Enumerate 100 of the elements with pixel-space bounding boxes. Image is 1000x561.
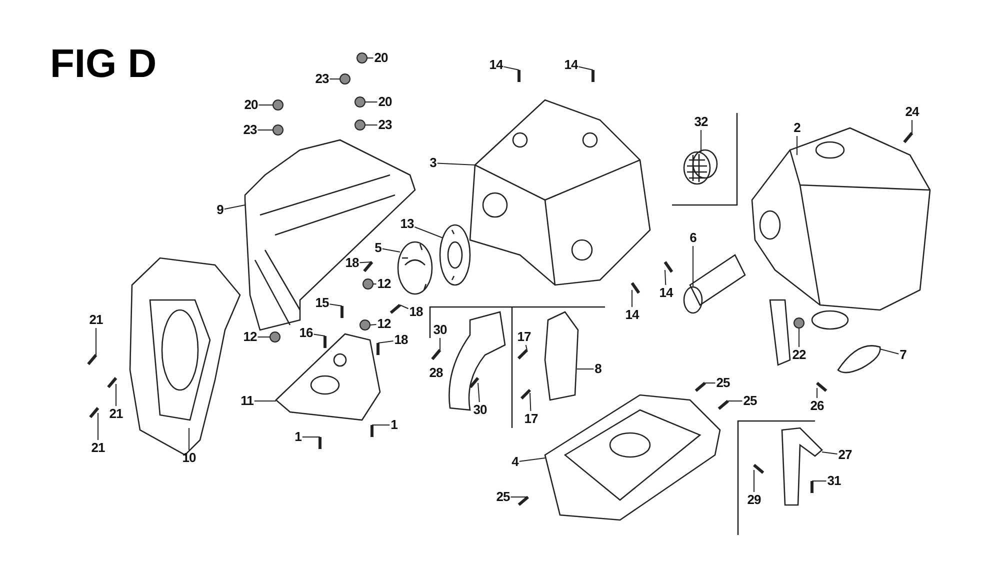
leader-line: [372, 424, 390, 426]
callout-number: 14: [489, 58, 503, 72]
leader-line: [664, 270, 666, 286]
callout-number: 17: [524, 412, 538, 426]
callout-number: 15: [315, 296, 329, 310]
leader-line: [704, 382, 716, 384]
callout-number: 18: [409, 305, 423, 319]
callout-number: 25: [496, 490, 510, 504]
bolt-drawing: [630, 282, 640, 294]
screen-drawing: [683, 254, 746, 314]
muffler-cover-drawing: [469, 99, 651, 286]
callout-number: 2: [794, 121, 800, 135]
callout-number: 13: [400, 217, 414, 231]
leader-line: [359, 262, 372, 264]
nut-icon: [340, 74, 350, 84]
callout-number: 24: [905, 105, 919, 119]
leader-line: [822, 452, 838, 454]
callout-number: 32: [694, 115, 708, 129]
leader-line: [382, 248, 400, 252]
leader-line: [700, 130, 702, 152]
callout-number: 30: [473, 403, 487, 417]
leader-line: [400, 304, 409, 310]
bolt-drawing: [107, 377, 118, 388]
callout-number: 25: [743, 394, 757, 408]
bolt-drawing: [592, 70, 594, 82]
bolt-drawing: [718, 400, 729, 410]
bolt-drawing: [694, 382, 706, 392]
tray-drawing: [544, 394, 721, 521]
leader-line: [798, 328, 800, 348]
callout-number: 17: [517, 330, 531, 344]
callout-number: 3: [430, 156, 436, 170]
leader-line: [254, 400, 276, 402]
bolt-drawing: [520, 388, 532, 400]
leader-line: [188, 428, 190, 450]
callout-number: 12: [377, 317, 391, 331]
leader-line: [478, 382, 480, 402]
leader-line: [796, 136, 798, 156]
gasket-drawing: [439, 224, 471, 286]
leader-line: [302, 436, 320, 438]
callout-number: 20: [244, 98, 258, 112]
callout-number: 25: [716, 376, 730, 390]
bolt-drawing: [810, 481, 814, 493]
leader-line: [692, 246, 694, 288]
callout-number: 14: [564, 58, 578, 72]
leader-line: [503, 66, 520, 70]
bolt-drawing: [376, 343, 380, 355]
callout-number: 6: [690, 231, 696, 245]
callout-number: 20: [374, 51, 388, 65]
cap-drawing: [397, 241, 433, 295]
callout-number: 26: [810, 399, 824, 413]
bolt-drawing: [469, 377, 480, 388]
nut-icon: [272, 124, 284, 136]
bolt-drawing: [517, 348, 528, 360]
bolt-drawing: [518, 70, 520, 82]
bolt-drawing: [753, 464, 764, 474]
bolt-drawing: [370, 425, 374, 437]
leader-line: [378, 340, 394, 344]
callout-number: 12: [377, 277, 391, 291]
figure-title: FIG D: [50, 42, 157, 86]
bolt-drawing: [664, 261, 674, 273]
leader-line: [364, 124, 378, 126]
bolt-drawing: [89, 407, 100, 418]
nut-icon: [356, 52, 368, 64]
callout-number: 29: [747, 493, 761, 507]
callout-number: 21: [91, 441, 105, 455]
callout-number: 7: [900, 348, 906, 362]
leader-line: [518, 458, 546, 462]
leader-line: [257, 336, 270, 338]
callout-number: 27: [838, 448, 852, 462]
leader-line: [313, 334, 326, 336]
callout-number: 21: [109, 407, 123, 421]
leader-line: [329, 78, 340, 80]
bracket-drawing: [781, 427, 823, 506]
callout-number: 23: [315, 72, 329, 86]
callout-number: 20: [378, 95, 392, 109]
callout-number: 1: [390, 418, 398, 432]
callout-number: 14: [659, 286, 673, 300]
leader-line: [329, 304, 342, 306]
leader-line: [816, 388, 818, 398]
leader-line: [510, 496, 528, 498]
callout-number: 22: [792, 348, 806, 362]
exhaust-gasket-drawing: [837, 345, 881, 374]
leader-line: [258, 104, 274, 106]
callout-number: 18: [394, 333, 408, 347]
bolt-drawing: [87, 354, 98, 366]
callout-number: 1: [294, 430, 302, 444]
bolt-drawing: [324, 336, 326, 348]
nut-icon: [354, 120, 366, 130]
callout-number: 23: [243, 123, 257, 137]
callout-number: 31: [827, 474, 841, 488]
callout-number: 28: [429, 366, 443, 380]
bolt-drawing: [518, 496, 529, 506]
leader-line: [812, 480, 827, 482]
guard-drawing: [544, 311, 579, 401]
leader-line: [880, 348, 900, 354]
callout-number: 30: [433, 323, 447, 337]
leader-line: [728, 400, 743, 402]
leader-line: [576, 368, 594, 370]
nut-icon: [354, 96, 366, 108]
callout-number: 21: [89, 313, 103, 327]
